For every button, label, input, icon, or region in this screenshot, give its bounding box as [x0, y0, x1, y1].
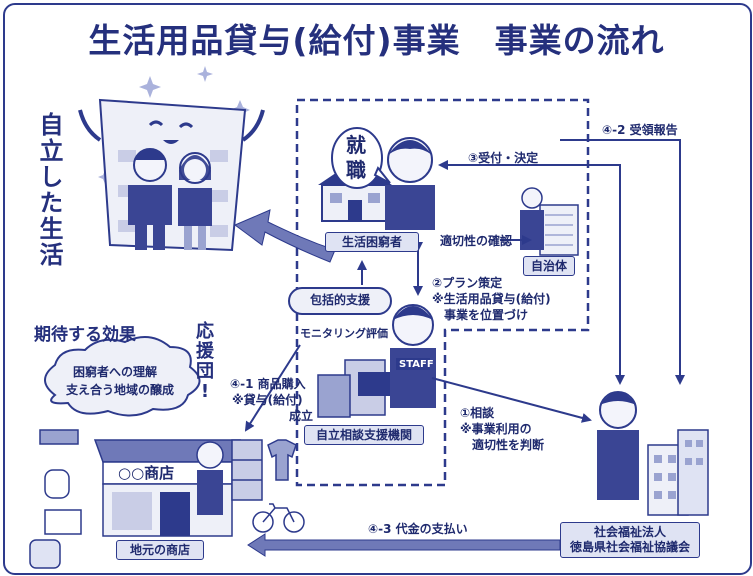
job-bubble [331, 127, 383, 189]
city-hall-label: 自治体 [523, 256, 575, 276]
to-council-arrow [440, 164, 625, 385]
job-bubble-text-2: 職 [346, 158, 366, 182]
confirm-text: 適切性の確認 [440, 234, 513, 248]
independence-arrow [234, 209, 336, 263]
step-4-2-text: ④-2 受領報告 [602, 123, 678, 137]
step-4-1-line-2: ※貸与(給付) [232, 393, 303, 407]
council-person-icon [597, 391, 639, 500]
cheer-char-4: ! [200, 381, 210, 402]
office-building-icon [647, 429, 709, 516]
step-2-line-1: ②プラン策定 [432, 276, 503, 290]
step-1-line-2: ※事業利用の [460, 422, 532, 436]
receipt-report-arrow [560, 139, 685, 385]
step-3-text: ③受付・決定 [468, 151, 539, 165]
council-label-line-1: 社会福祉法人 [593, 525, 666, 539]
council-label: 社会福祉法人 徳島県社会福祉協議会 [560, 522, 700, 558]
local-shop-label: 地元の商店 [116, 540, 204, 560]
step-1-line-1: ①相談 [460, 406, 495, 420]
step-2-line-3: 事業を位置づけ [444, 308, 529, 322]
job-bubble-text-1: 就 [346, 133, 366, 157]
step-2-line-2: ※生活用品貸与(給付) [432, 292, 551, 306]
consult-arrow [431, 377, 592, 423]
staff-person-icon [317, 304, 436, 418]
needy-person-label: 生活困窮者 [325, 232, 419, 252]
building-character-icon [78, 98, 265, 252]
step-4-1-line-3: 成立 [289, 409, 314, 423]
cheer-char-1: 応 [196, 321, 214, 342]
independent-life-label: 自立した生活 [34, 112, 64, 268]
cheer-char-2: 援 [196, 341, 214, 362]
cloud-line-2: 支え合う地域の醸成 [66, 383, 175, 397]
staff-text: STAFF [399, 359, 434, 370]
goods-icons [29, 429, 305, 569]
expected-effect-title: 期待する効果 [34, 325, 136, 345]
needy-person-icon [385, 137, 435, 230]
payment-arrow [247, 533, 561, 557]
page-title: 生活用品貸与(給付)事業 事業の流れ [88, 21, 665, 60]
step-1-line-3: 適切性を判断 [472, 438, 545, 452]
city-hall-icon [520, 187, 579, 256]
shop-icon [93, 439, 242, 537]
cheer-char-3: 団 [196, 361, 214, 382]
purchase-arrow [244, 344, 301, 432]
monitoring-text: モニタリング評価 [300, 327, 388, 340]
step-4-1-line-1: ④-1 商品購入 [230, 377, 306, 391]
independent-life-text: 自立した生活 [35, 112, 63, 268]
council-label-line-2: 徳島県社会福祉協議会 [569, 540, 690, 554]
comprehensive-support-label: 包括的支援 [288, 287, 392, 315]
cloud-line-1: 困窮者への理解 [73, 365, 158, 379]
step-4-3-text: ④-3 代金の支払い [368, 522, 468, 536]
support-agency-label: 自立相談支援機関 [304, 425, 424, 445]
community-cloud [44, 336, 201, 417]
support-boundary [295, 98, 590, 487]
shop-sign-text: ○○商店 [118, 464, 175, 482]
cheer-text: 応 援 団 ! [194, 322, 216, 402]
